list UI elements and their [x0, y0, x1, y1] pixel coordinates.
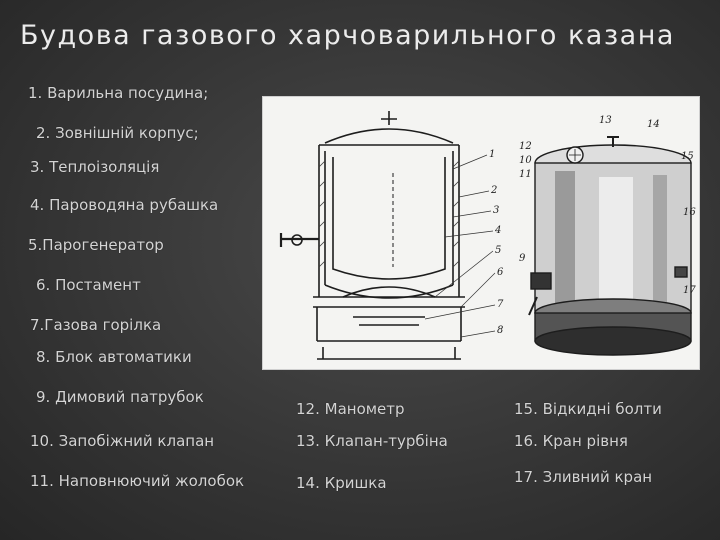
part-label-11: 11. Наповнюючий жолобок: [30, 472, 245, 490]
part-label-13: 13. Клапан-турбіна: [296, 432, 448, 450]
kettle-drawings: 1 2 3 4 5 6 7 8: [279, 111, 696, 360]
callout-9: 9: [519, 253, 526, 264]
cross-section-drawing: [279, 111, 465, 360]
callout-3: 3: [493, 205, 499, 216]
callout-4: 4: [494, 225, 501, 236]
part-label-6: 6. Постамент: [36, 276, 141, 294]
part-label-3: 3. Теплоізоляція: [30, 158, 160, 176]
part-label-4: 4. Пароводяна рубашка: [30, 196, 219, 214]
part-label-2: 2. Зовнішній корпус;: [36, 124, 199, 142]
callout-13: 13: [599, 115, 612, 126]
callout-10: 10: [519, 155, 532, 166]
part-label-14: 14. Кришка: [296, 474, 387, 492]
part-label-12: 12. Манометр: [296, 400, 405, 418]
exterior-numbers: 13 14 12 10 11 9 15 16 17: [519, 115, 696, 296]
cross-section-numbers: 1 2 3 4 5 6 7 8: [489, 149, 504, 336]
part-label-16: 16. Кран рівня: [514, 432, 628, 450]
slide-title: Будова газового харчоварильного казана: [20, 20, 675, 51]
callout-17: 17: [683, 285, 696, 296]
part-label-7: 7.Газова горілка: [30, 316, 162, 334]
callout-5: 5: [495, 245, 501, 256]
kettle-figure: 1 2 3 4 5 6 7 8: [262, 96, 700, 370]
callout-12: 12: [519, 141, 532, 152]
exterior-drawing: [528, 136, 692, 356]
callout-1: 1: [489, 149, 495, 160]
cross-section-leaders: [424, 154, 496, 338]
part-label-1: 1. Варильна посудина;: [28, 84, 209, 102]
callout-16: 16: [683, 207, 696, 218]
part-label-17: 17. Зливний кран: [514, 468, 653, 486]
part-label-15: 15. Відкидні болти: [514, 400, 662, 418]
callout-2: 2: [490, 185, 497, 196]
part-label-8: 8. Блок автоматики: [36, 348, 192, 366]
callout-8: 8: [497, 325, 503, 336]
callout-11: 11: [519, 169, 532, 180]
callout-7: 7: [497, 299, 504, 310]
callout-6: 6: [497, 267, 504, 278]
part-label-9: 9. Димовий патрубок: [36, 388, 204, 406]
callout-14: 14: [647, 119, 660, 130]
callout-15: 15: [681, 151, 694, 162]
part-label-5: 5.Парогенератор: [28, 236, 164, 254]
part-label-10: 10. Запобіжний клапан: [30, 432, 215, 450]
cross-section-hatching: [318, 160, 460, 268]
